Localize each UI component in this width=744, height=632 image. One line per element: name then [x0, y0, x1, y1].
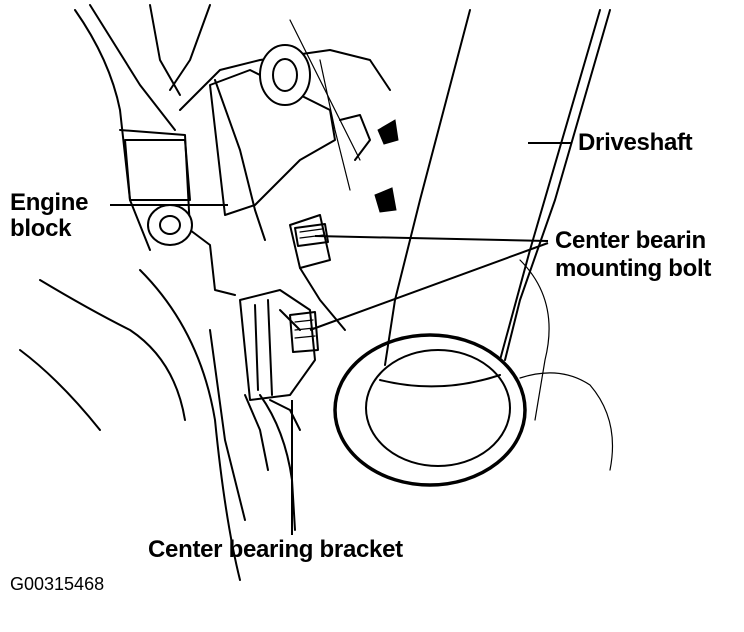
center-bearing-bolt-label-line1: Center bearin: [555, 227, 706, 254]
center-bearing-ring: [333, 333, 613, 487]
center-bearing-bolt-label-line2: mounting bolt: [555, 255, 712, 282]
engine-block-outline: [19, 4, 391, 581]
bolt-lower: [289, 311, 319, 353]
engine-mount-details: [124, 44, 399, 246]
engine-block-label-line1: Engine: [10, 189, 89, 216]
leader-bolt-upper: [314, 235, 549, 242]
leader-bolt-lower: [309, 242, 549, 331]
engine-block-label-line2: block: [10, 215, 72, 242]
driveshaft-label: Driveshaft: [578, 129, 693, 156]
leader-lines: [110, 142, 572, 535]
center-bearing-bracket-label: Center bearing bracket: [148, 536, 403, 563]
figure-id: G00315468: [10, 574, 105, 594]
